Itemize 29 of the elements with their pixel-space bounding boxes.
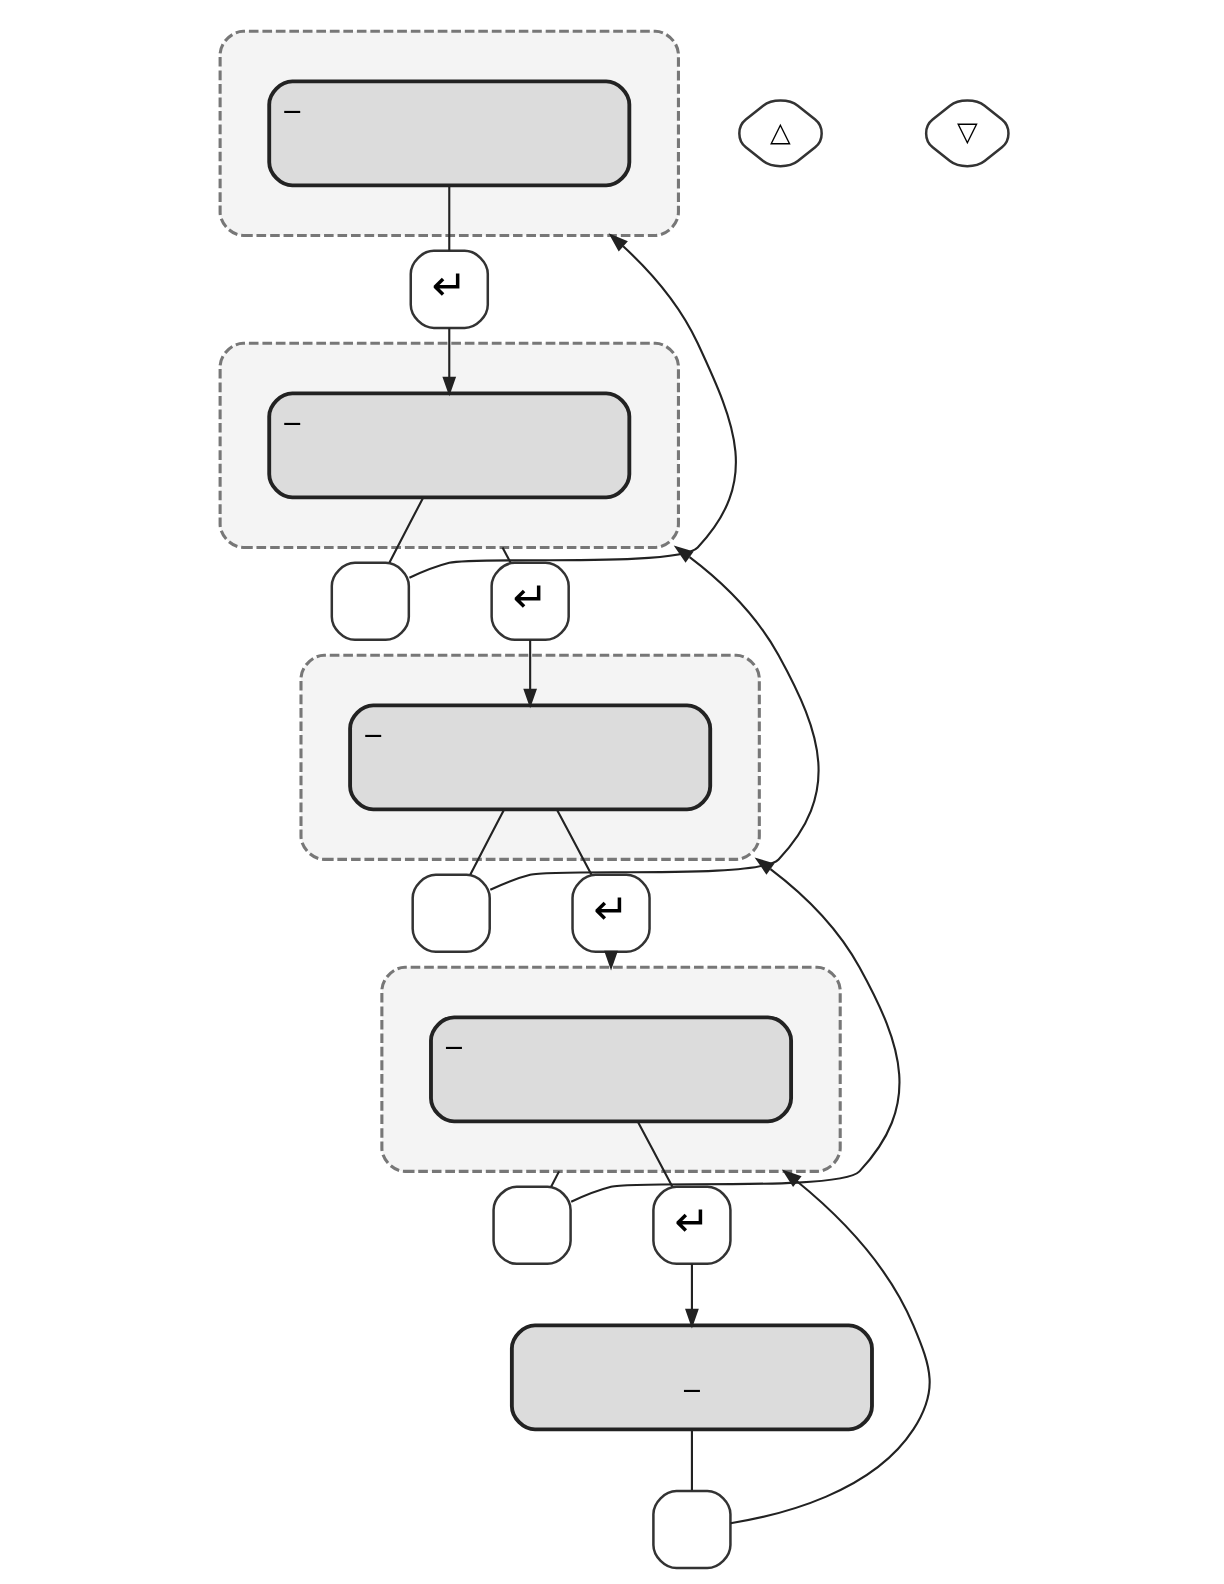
node-box: _: [348, 703, 713, 812]
connector: [550, 1170, 560, 1187]
arrow: [409, 233, 737, 579]
arrow: [523, 640, 538, 709]
node-box: _: [429, 1015, 794, 1124]
node-box: [330, 561, 411, 642]
connector: [637, 1121, 674, 1187]
node-box: _: [267, 391, 632, 500]
cluster: [218, 341, 680, 549]
arrow: [570, 857, 901, 1203]
connector: [469, 809, 505, 875]
node-box: [652, 1489, 732, 1570]
node-box: _: [509, 1323, 874, 1432]
connector: [556, 809, 593, 875]
node-box: ↵: [490, 561, 570, 642]
node-box: ↵: [652, 1185, 732, 1266]
node-box: _: [267, 79, 632, 188]
node-box: ↵: [409, 249, 490, 330]
arrow: [685, 1263, 699, 1329]
arrow: [442, 328, 457, 397]
connector: [388, 497, 424, 563]
cluster: [380, 965, 842, 1173]
connector: [448, 186, 451, 251]
node-box: [492, 1185, 572, 1266]
node-box: [411, 873, 491, 954]
arrow: [730, 1169, 931, 1525]
cluster: [218, 29, 680, 237]
cluster: [299, 653, 761, 861]
connector: [690, 1429, 693, 1491]
